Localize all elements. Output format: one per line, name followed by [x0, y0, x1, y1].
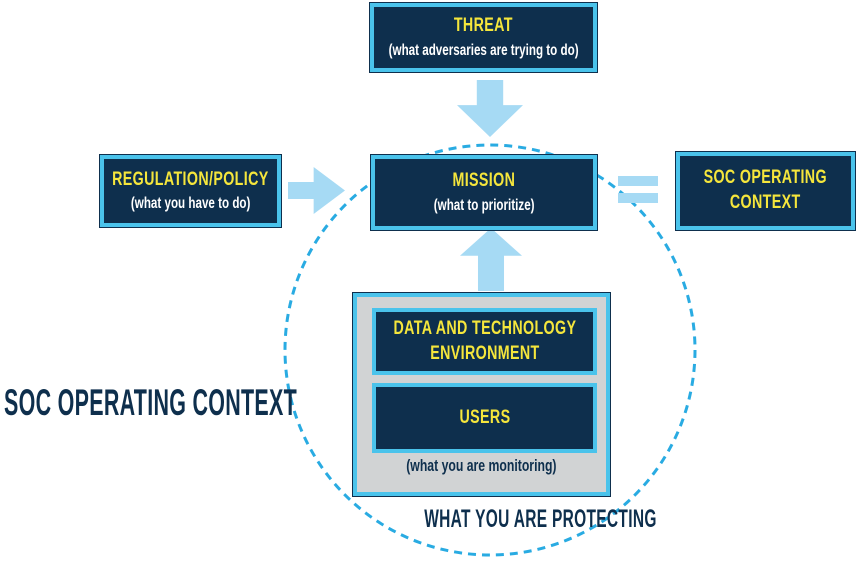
regulation-policy-subtitle: (what you have to do) [130, 195, 251, 213]
users-title: USERS [459, 406, 510, 428]
soc-operating-context-box: SOC OPERATING CONTEXT [676, 152, 855, 230]
threat-subtitle: (what adversaries are trying to do) [388, 41, 579, 59]
mission-subtitle: (what to prioritize) [433, 196, 535, 214]
mission-title: MISSION [452, 170, 516, 192]
regulation-policy-title: REGULATION/POLICY [112, 168, 269, 190]
data-technology-environment-title: DATA AND TECHNOLOGY ENVIRONMENT [393, 317, 576, 364]
environment-panel: DATA AND TECHNOLOGY ENVIRONMENT USERS (w… [353, 293, 610, 496]
soc-operating-context-label: SOC OPERATING CONTEXT [4, 382, 298, 423]
soc-operating-context-box-title: SOC OPERATING CONTEXT [703, 167, 828, 213]
data-technology-environment-box: DATA AND TECHNOLOGY ENVIRONMENT [372, 308, 597, 375]
regulation-policy-box: REGULATION/POLICY (what you have to do) [100, 155, 281, 227]
threat-box: THREAT (what adversaries are trying to d… [370, 3, 597, 72]
mission-box: MISSION (what to prioritize) [371, 155, 597, 230]
monitoring-caption: (what you are monitoring) [406, 456, 557, 475]
users-box: USERS [372, 383, 597, 453]
threat-title: THREAT [454, 15, 513, 37]
protecting-caption: WHAT YOU ARE PROTECTING [424, 505, 657, 533]
equals-sign-icon [618, 176, 658, 203]
